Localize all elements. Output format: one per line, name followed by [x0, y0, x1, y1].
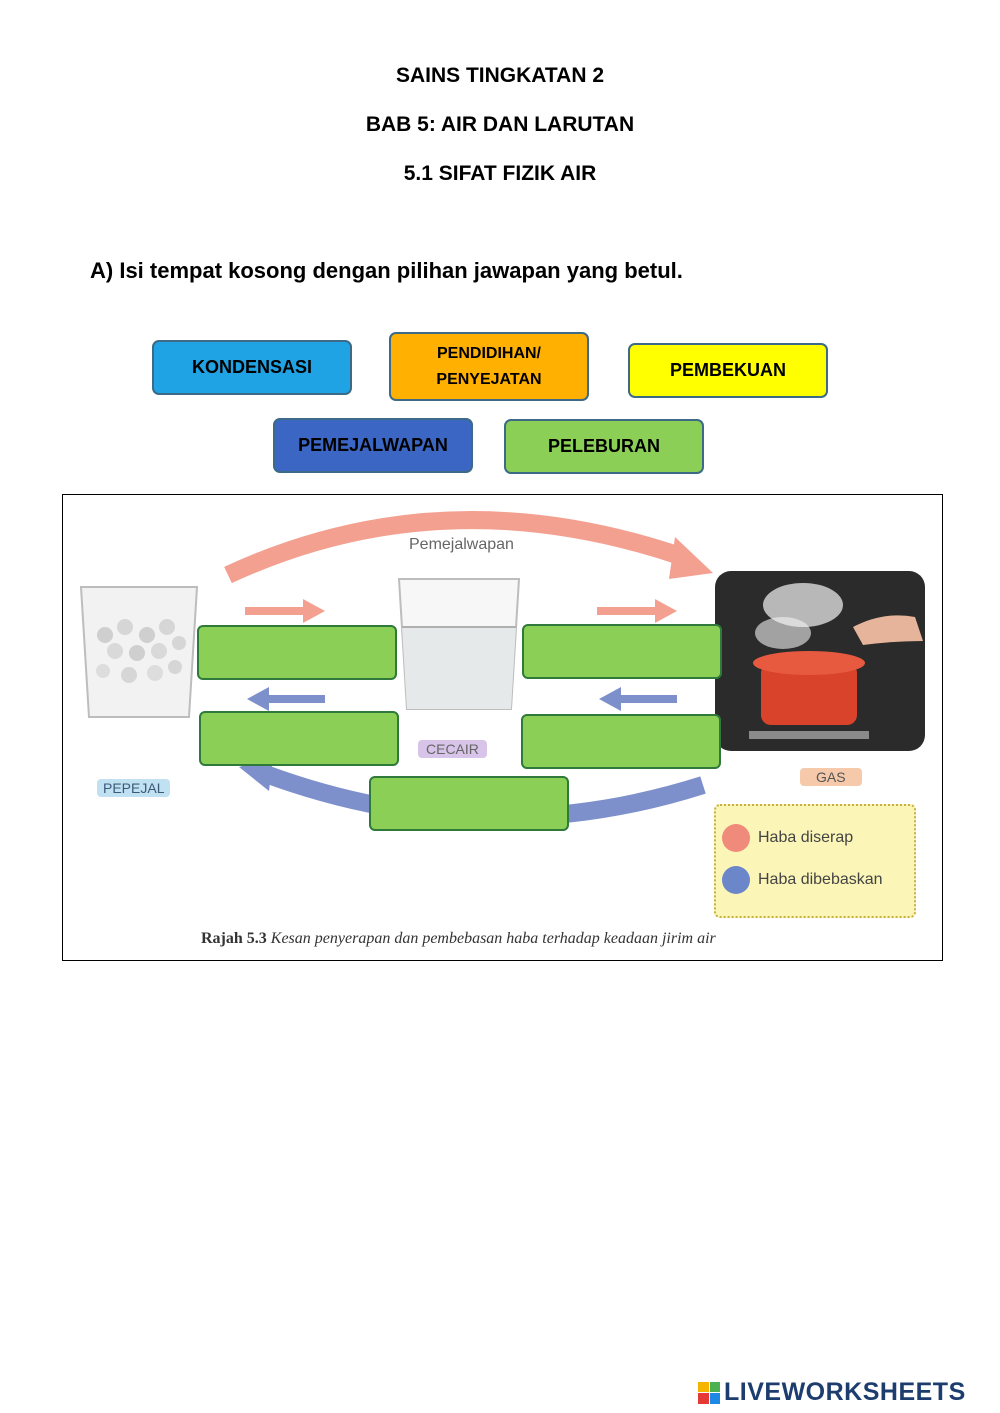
dropzone-gas-to-solid[interactable]	[369, 776, 569, 831]
melting-arrowhead	[303, 599, 325, 623]
option-pembekuan[interactable]: PEMBEKUAN	[628, 343, 828, 398]
sublimation-arc	[224, 511, 686, 584]
solid-state-label: PEPEJAL	[97, 779, 171, 797]
sublimation-arrowhead	[669, 537, 713, 579]
option-pemejalwapan[interactable]: PEMEJALWAPAN	[273, 418, 473, 473]
ice-glass-icon	[79, 586, 199, 718]
liquid-state-label: CECAIR	[418, 740, 487, 758]
worksheet-chapter-title: BAB 5: AIR DAN LARUTAN	[365, 113, 635, 136]
legend-item-released: Haba dibebaskan	[722, 866, 883, 894]
option-pendidihan-penyejatan[interactable]: PENDIDIHAN/ PENYEJATAN	[389, 332, 589, 401]
legend-released-label: Haba dibebaskan	[758, 871, 883, 888]
legend-item-absorbed: Haba diserap	[722, 824, 853, 852]
option-kondensasi[interactable]: KONDENSASI	[152, 340, 352, 395]
freezing-arrow-shaft	[267, 695, 325, 703]
heat-absorbed-dot	[722, 824, 750, 852]
boiling-arrowhead	[655, 599, 677, 623]
liveworksheets-logo: LIVEWORKSHEETS	[698, 1378, 966, 1407]
states-of-matter-figure: Pemejalwapan CECAIR PEPEJAL GAS Haba dis…	[62, 494, 943, 961]
liveworksheets-icon	[698, 1381, 720, 1404]
dropzone-liquid-to-gas[interactable]	[522, 624, 722, 679]
figure-caption-text: Kesan penyerapan dan pembebasan haba ter…	[270, 930, 716, 947]
legend-absorbed-label: Haba diserap	[758, 829, 854, 846]
sublimation-label: Pemejalwapan	[409, 536, 514, 553]
worksheet-subject-title: SAINS TINGKATAN 2	[395, 64, 605, 87]
melting-arrow-shaft	[245, 607, 305, 615]
boiling-pot-photo	[715, 571, 925, 751]
condensation-arrowhead	[599, 687, 621, 711]
condensation-arrow-shaft	[619, 695, 677, 703]
worksheet-topic-title: 5.1 SIFAT FIZIK AIR	[403, 162, 597, 185]
water-glass-icon	[397, 578, 521, 710]
option-pendidihan-label-line2: PENYEJATAN	[436, 370, 542, 388]
boiling-arrow-shaft	[597, 607, 657, 615]
figure-illustration	[79, 511, 925, 827]
option-peleburan[interactable]: PELEBURAN	[504, 419, 704, 474]
figure-caption: Rajah 5.3 Kesan penyerapan dan pembebasa…	[201, 930, 716, 948]
instruction-text: A) Isi tempat kosong dengan pilihan jawa…	[90, 258, 683, 283]
dropzone-gas-to-liquid[interactable]	[521, 714, 721, 769]
gas-state-label: GAS	[800, 768, 862, 786]
liveworksheets-wordmark: LIVEWORKSHEETS	[724, 1378, 966, 1406]
figure-caption-number: Rajah 5.3	[201, 930, 267, 947]
freezing-arrowhead	[247, 687, 269, 711]
dropzone-liquid-to-solid[interactable]	[199, 711, 399, 766]
option-pendidihan-label-line1: PENDIDIHAN/	[436, 344, 541, 362]
dropzone-solid-to-liquid[interactable]	[197, 625, 397, 680]
legend-box: Haba diserap Haba dibebaskan	[714, 804, 916, 918]
heat-released-dot	[722, 866, 750, 894]
